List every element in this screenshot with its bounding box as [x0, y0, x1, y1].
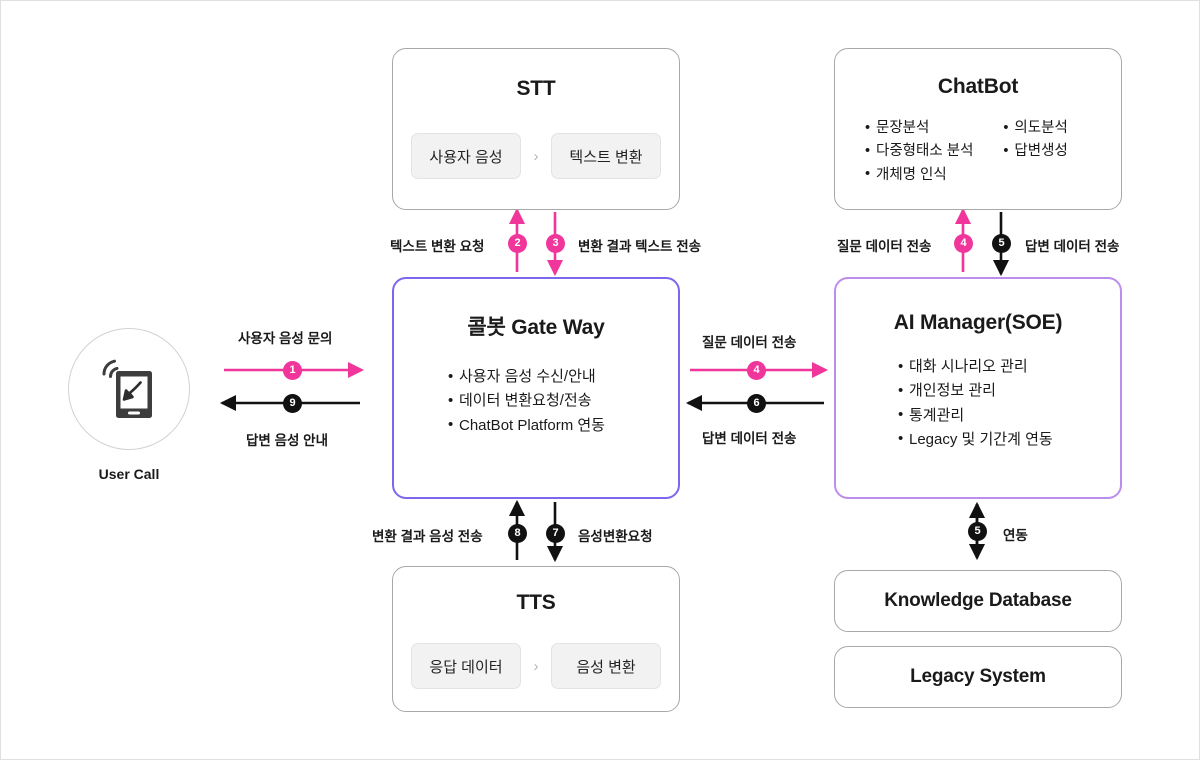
tts-pill-output: 음성 변환 [551, 643, 661, 689]
stt-pill-output: 텍스트 변환 [551, 133, 661, 179]
chevron-right-icon: › [533, 147, 539, 165]
tts-pill-row: 응답 데이터 › 음성 변환 [393, 643, 679, 689]
gateway-box: 콜봇 Gate Way 사용자 음성 수신/안내 데이터 변환요청/전송 Cha… [392, 277, 680, 499]
chevron-right-icon: › [533, 657, 539, 675]
ai-manager-box: AI Manager(SOE) 대화 시나리오 관리 개인정보 관리 통계관리 … [834, 277, 1122, 499]
flow-badge-6-down: 5 [992, 234, 1011, 253]
flow-badge-5: 5 [968, 522, 987, 541]
gateway-title: 콜봇 Gate Way [467, 316, 605, 339]
flow-label-4-up: 질문 데이터 전송 [837, 239, 932, 254]
flow-badge-4: 4 [747, 361, 766, 380]
ai-manager-bullet: 대화 시나리오 관리 [898, 354, 1120, 379]
ai-manager-bullet: 통계관리 [898, 403, 1120, 428]
flow-badge-7: 7 [546, 524, 565, 543]
chatbot-title: ChatBot [937, 75, 1019, 98]
chatbot-bullet: 문장분석 [865, 116, 973, 140]
gateway-bullet: 사용자 음성 수신/안내 [448, 364, 678, 389]
knowledge-database-title: Knowledge Database [884, 590, 1072, 611]
legacy-system-box: Legacy System [834, 646, 1122, 708]
legacy-system-title: Legacy System [910, 666, 1046, 687]
gateway-bullet: 데이터 변환요청/전송 [448, 389, 678, 414]
chatbot-bullets: 문장분석 다중형태소 분석 개체명 인식 의도분석 답변생성 [865, 116, 1121, 187]
chatbot-bullet: 개체명 인식 [865, 163, 973, 187]
chatbot-bullet: 답변생성 [1003, 140, 1067, 164]
flow-label-2: 텍스트 변환 요청 [390, 239, 485, 254]
flow-label-6: 답변 데이터 전송 [702, 431, 797, 446]
chatbot-bullets-right: 의도분석 답변생성 [1003, 116, 1067, 187]
flow-label-5: 연동 [1003, 528, 1028, 543]
flow-badge-8: 8 [508, 524, 527, 543]
tts-box: TTS 응답 데이터 › 음성 변환 [392, 566, 680, 712]
flow-label-1: 사용자 음성 문의 [238, 331, 333, 346]
flow-badge-4-up: 4 [954, 234, 973, 253]
flow-badge-6: 6 [747, 394, 766, 413]
knowledge-database-box: Knowledge Database [834, 570, 1122, 632]
ai-manager-bullet: Legacy 및 기간계 연동 [898, 427, 1120, 452]
user-call-circle [68, 328, 190, 450]
user-call-label: User Call [98, 466, 160, 482]
flow-badge-3: 3 [546, 234, 565, 253]
stt-box: STT 사용자 음성 › 텍스트 변환 [392, 48, 680, 210]
chatbot-bullet: 다중형태소 분석 [865, 140, 973, 164]
tts-title: TTS [516, 591, 556, 614]
chatbot-box: ChatBot 문장분석 다중형태소 분석 개체명 인식 의도분석 답변생성 [834, 48, 1122, 210]
chatbot-bullets-left: 문장분석 다중형태소 분석 개체명 인식 [865, 116, 973, 187]
gateway-bullet: ChatBot Platform 연동 [448, 413, 678, 438]
flow-label-8: 변환 결과 음성 전송 [372, 529, 483, 544]
flow-label-7: 음성변환요청 [578, 529, 653, 544]
ai-manager-bullets: 대화 시나리오 관리 개인정보 관리 통계관리 Legacy 및 기간계 연동 [898, 354, 1120, 452]
stt-pill-row: 사용자 음성 › 텍스트 변환 [393, 133, 679, 179]
flow-badge-9: 9 [283, 394, 302, 413]
smartphone-call-icon [102, 359, 152, 418]
ai-manager-bullet: 개인정보 관리 [898, 379, 1120, 404]
tts-pill-input: 응답 데이터 [411, 643, 521, 689]
gateway-bullets: 사용자 음성 수신/안내 데이터 변환요청/전송 ChatBot Platfor… [448, 364, 678, 438]
flow-badge-1: 1 [283, 361, 302, 380]
flow-label-4: 질문 데이터 전송 [702, 335, 797, 350]
stt-pill-input: 사용자 음성 [411, 133, 521, 179]
flow-badge-2: 2 [508, 234, 527, 253]
ai-manager-title: AI Manager(SOE) [893, 311, 1063, 334]
flow-label-3: 변환 결과 텍스트 전송 [578, 239, 702, 254]
stt-title: STT [516, 77, 556, 100]
flow-label-9: 답변 음성 안내 [246, 433, 329, 448]
flow-label-6-down: 답변 데이터 전송 [1025, 239, 1120, 254]
chatbot-bullet: 의도분석 [1003, 116, 1067, 140]
